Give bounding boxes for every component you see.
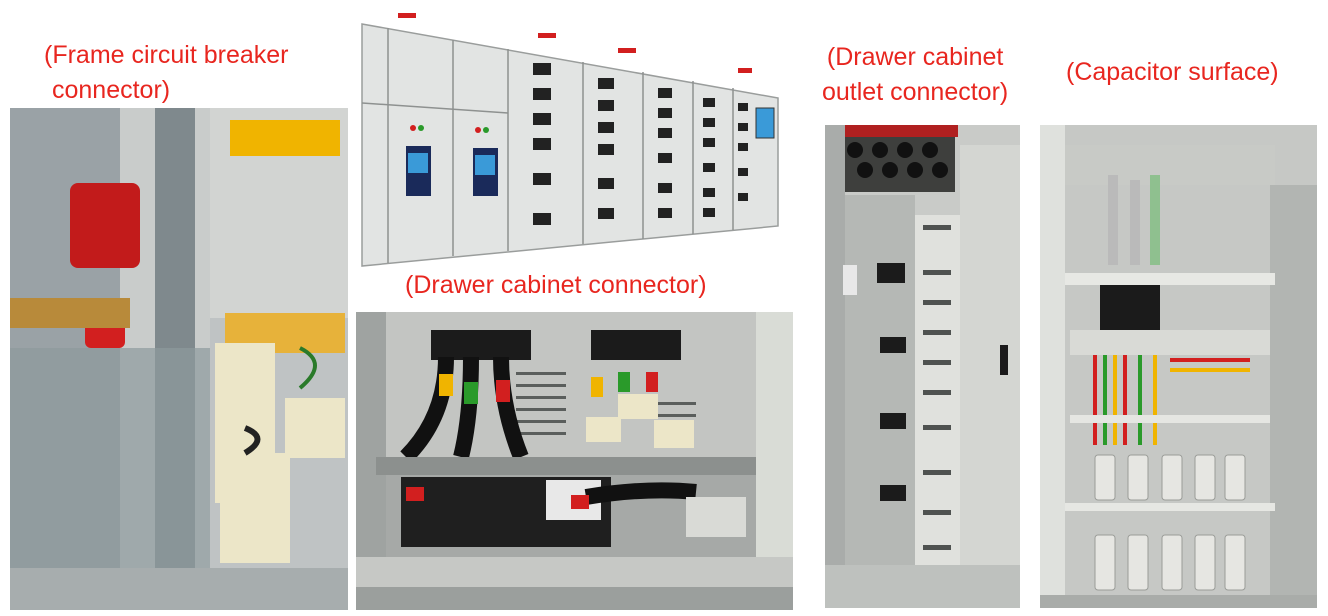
drawer-outlet-caption-line1: (Drawer cabinet [826, 43, 1004, 71]
drawer-outlet-connector-photo [825, 125, 1020, 608]
drawer-cabinet-connector-photo [356, 312, 793, 610]
drawer-connector-caption: (Drawer cabinet connector) [405, 271, 707, 299]
frame-breaker-caption-line1: (Frame circuit breaker [44, 41, 289, 69]
frame-breaker-caption-line2: connector) [52, 76, 171, 104]
drawer-outlet-caption: (Drawer cabinet outlet connector) [822, 40, 1008, 110]
capacitor-caption: (Capacitor surface) [1066, 58, 1279, 86]
frame-breaker-caption: (Frame circuit breaker connector) [44, 38, 289, 108]
frame-breaker-connector-photo [10, 108, 348, 610]
switchgear-cabinet-row-photo [358, 8, 790, 270]
capacitor-surface-photo [1040, 125, 1317, 608]
drawer-outlet-caption-line2: outlet connector) [822, 78, 1009, 106]
